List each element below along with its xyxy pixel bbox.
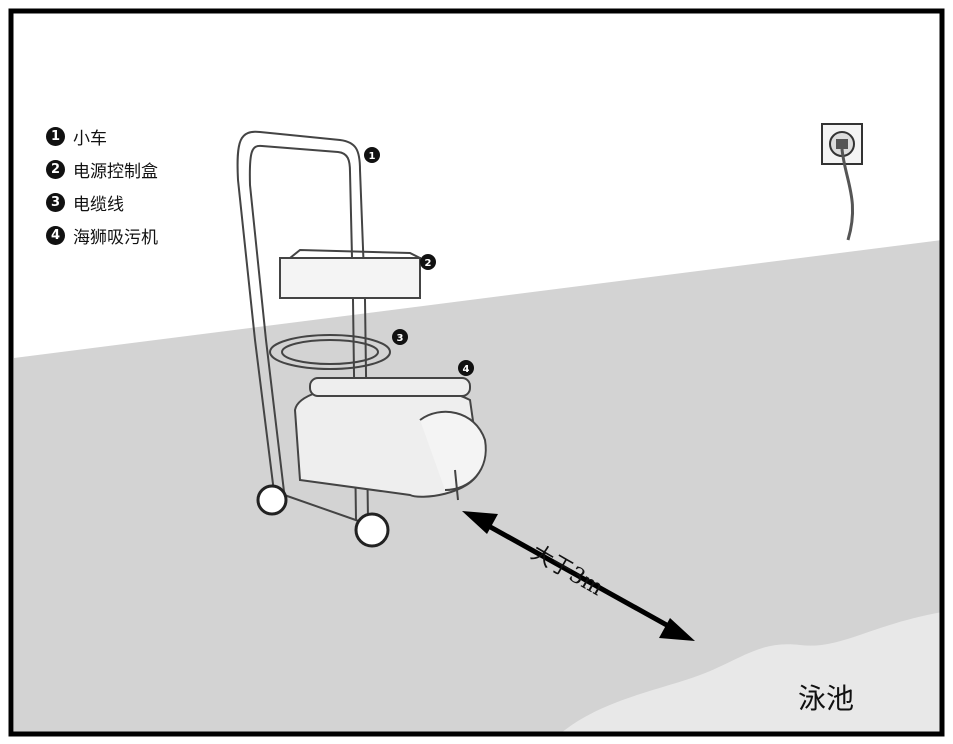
legend: 1 小车 2 电源控制盒 3 电缆线 4 海狮吸污机 [46,120,158,252]
distance-arrow [462,511,695,641]
callout-2: 2 [425,258,432,269]
callout-1: 1 [369,151,376,162]
pool-label: 泳池 [798,682,855,715]
legend-item: 2 电源控制盒 [46,153,158,186]
number-badge: 4 [46,226,65,245]
callout-3: 3 [397,333,404,344]
number-badge: 1 [46,127,65,146]
legend-item: 1 小车 [46,120,158,153]
number-badge: 2 [46,160,65,179]
callout-markers [364,147,474,376]
cart-illustration [236,130,487,548]
legend-item: 4 海狮吸污机 [46,219,158,252]
legend-label: 海狮吸污机 [73,228,158,248]
power-outlet-icon [821,123,863,241]
number-badge: 3 [46,193,65,212]
legend-item: 3 电缆线 [46,186,158,219]
legend-label: 电缆线 [73,195,124,215]
pool-area [560,612,942,734]
floor [14,240,942,734]
legend-label: 电源控制盒 [73,162,158,182]
callout-4: 4 [463,364,470,375]
legend-label: 小车 [73,129,107,149]
